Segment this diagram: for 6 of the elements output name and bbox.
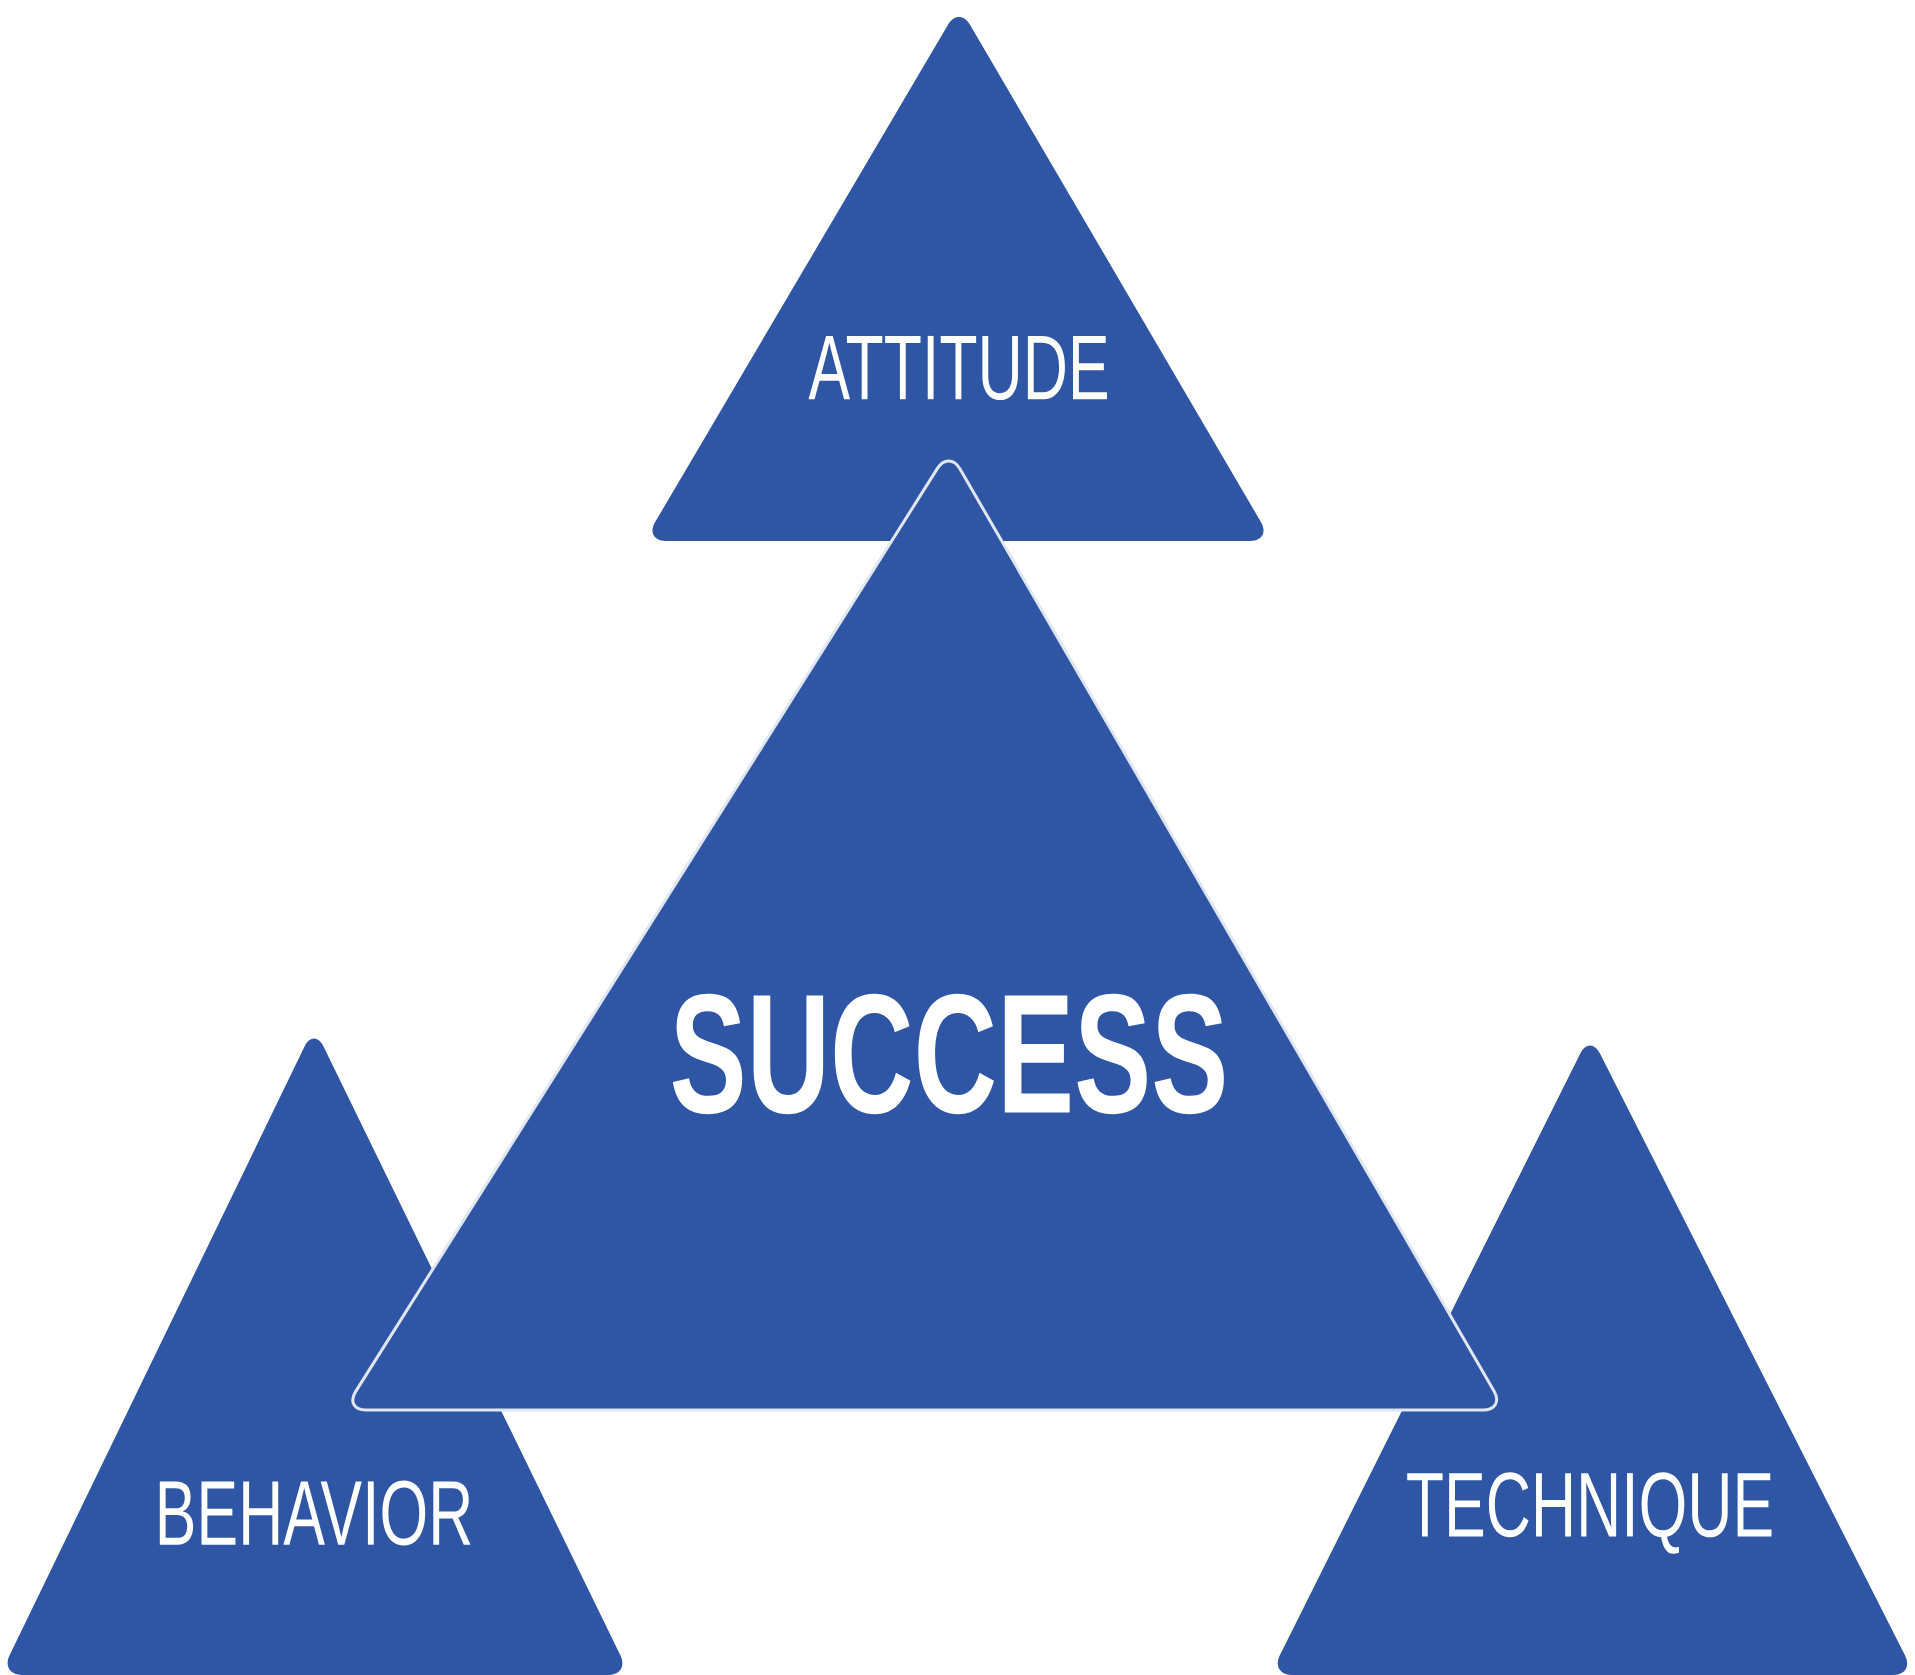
node-label: BEHAVIOR (159, 1480, 471, 1546)
triangle: TECHNIQUE (1277, 1045, 1908, 1675)
triangle: ATTITUDE (652, 17, 1264, 541)
node-label: TECHNIQUE (1407, 1472, 1772, 1554)
triangle: SUCCESS (351, 459, 1499, 1412)
triangle: BEHAVIOR (7, 1038, 623, 1675)
